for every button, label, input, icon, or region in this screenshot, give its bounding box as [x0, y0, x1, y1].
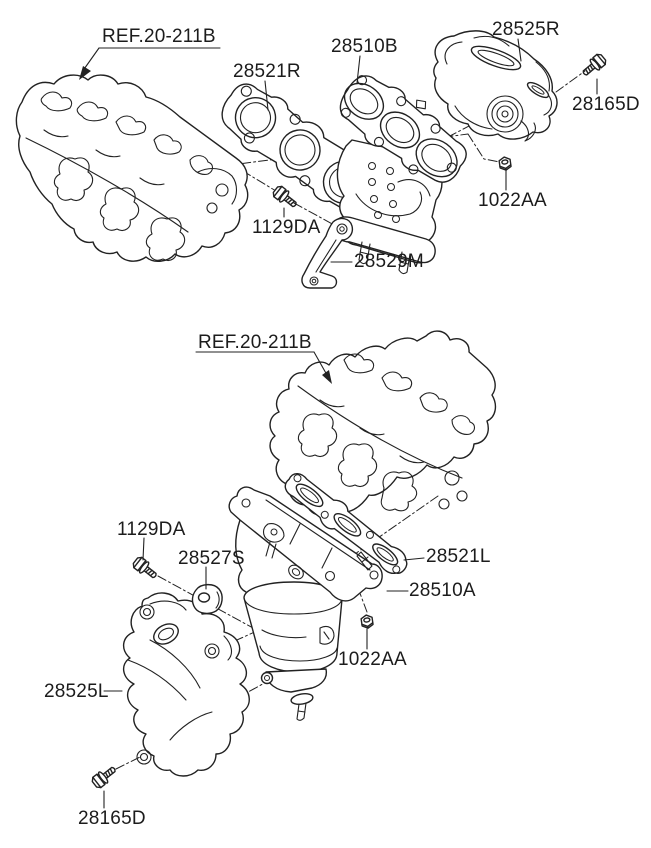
exhaust-manifold-gasket-left [284, 473, 408, 575]
callout-ref-top[interactable]: REF.20-211B [102, 26, 216, 47]
callout-1129da-top[interactable]: 1129DA [252, 217, 321, 238]
callout-28165d-bottom[interactable]: 28165D [78, 808, 146, 829]
bolt-1129da-bottom [130, 554, 161, 583]
bolt-28165d-bottom [89, 762, 120, 791]
gasket-ring [191, 583, 223, 615]
bolt-1129da-top [270, 183, 301, 212]
manifold-stay [301, 217, 354, 289]
callout-28527s[interactable]: 28527S [178, 548, 245, 569]
callout-28510a[interactable]: 28510A [409, 580, 476, 601]
callout-28529m[interactable]: 28529M [354, 251, 424, 272]
exhaust-manifold-left-flange [228, 486, 383, 602]
heat-shield-left [123, 592, 250, 777]
callout-ref-bottom[interactable]: REF.20-211B [198, 332, 312, 353]
callout-28510b[interactable]: 28510B [331, 36, 398, 57]
callout-28165d-top[interactable]: 28165D [572, 94, 640, 115]
bolt-28165d-top [578, 51, 609, 80]
callout-28521r[interactable]: 28521R [233, 61, 301, 82]
leader-arrowheads [79, 66, 332, 384]
cylinder-head-right [15, 74, 249, 262]
heat-shield-right [433, 30, 558, 142]
callout-1129da-bottom[interactable]: 1129DA [117, 519, 186, 540]
exhaust-manifold-right-flange [339, 75, 467, 183]
leader-lines [81, 38, 598, 809]
nut-1022aa-bottom [360, 613, 375, 630]
nut-1022aa-top [498, 155, 513, 172]
callout-1022aa-top[interactable]: 1022AA [478, 190, 547, 211]
callout-28525r[interactable]: 28525R [492, 19, 560, 40]
callout-28521l[interactable]: 28521L [426, 546, 491, 567]
callout-28525l[interactable]: 28525L [44, 681, 109, 702]
callout-1022aa-bottom[interactable]: 1022AA [338, 649, 407, 670]
